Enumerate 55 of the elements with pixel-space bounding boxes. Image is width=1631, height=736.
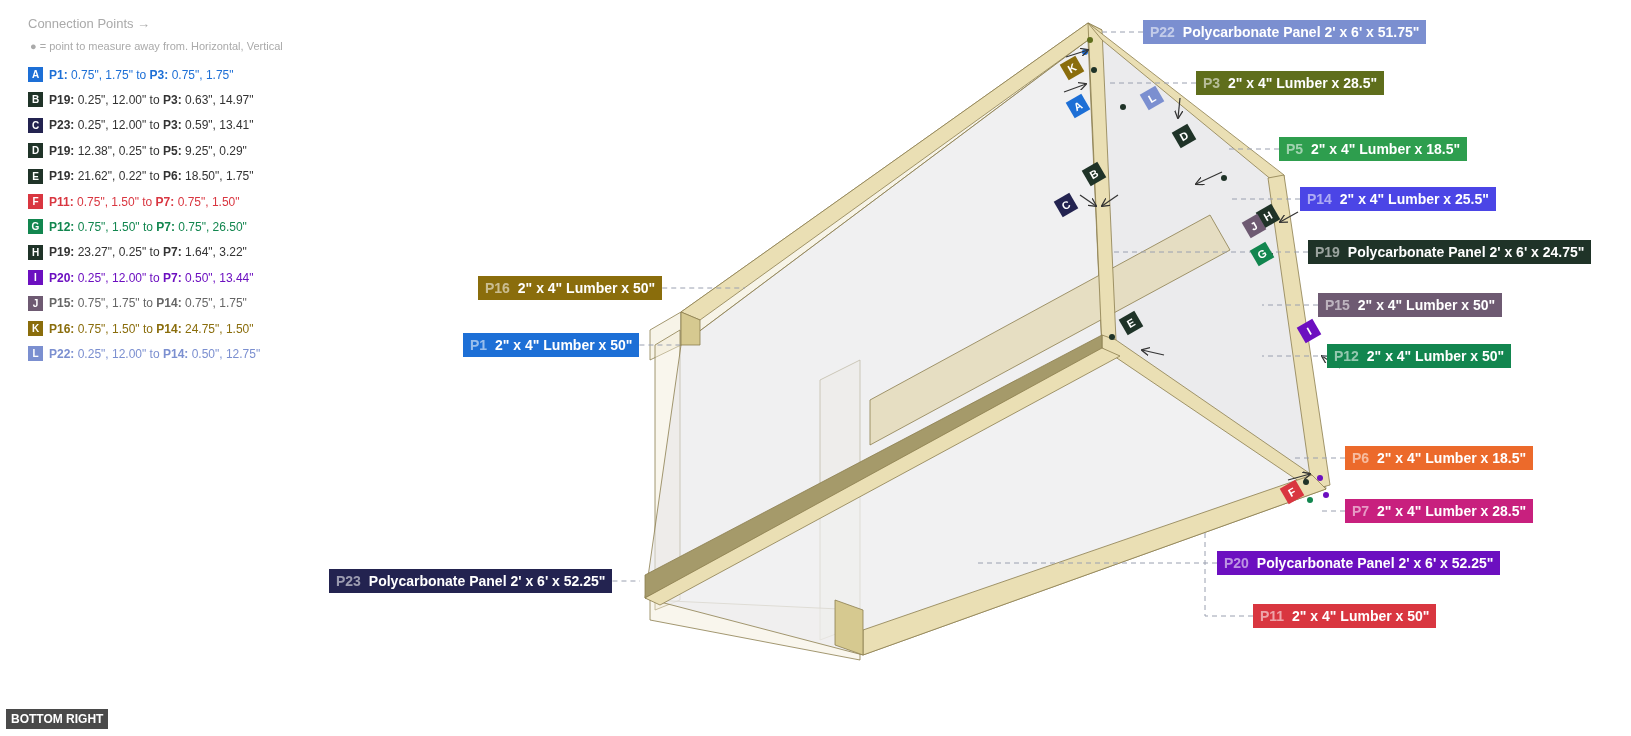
letter-badge: D [28, 143, 43, 159]
letter-badge: C [28, 117, 43, 133]
leader-line [977, 562, 1218, 564]
part-label: P5 2" x 4" Lumber x 18.5" [1279, 137, 1468, 161]
callout-letter: A [1065, 93, 1091, 119]
part-label: P12 2" x 4" Lumber x 50" [1327, 344, 1512, 368]
letter-badge: B [28, 92, 43, 108]
leader-line [1261, 355, 1328, 357]
connection-text: P15: 0.75", 1.75" to P14: 0.75", 1.75" [49, 296, 247, 311]
letter-badge: A [28, 67, 43, 82]
leader-line [1261, 304, 1319, 306]
connection-text: P19: 21.62", 0.22" to P6: 18.50", 1.75" [49, 169, 254, 184]
leader-line [661, 287, 746, 289]
panel-heading: Connection Points → [28, 16, 151, 31]
part-label: P15 2" x 4" Lumber x 50" [1318, 293, 1503, 317]
letter-badge: J [28, 295, 43, 311]
leader-line [1227, 148, 1280, 150]
connection-text: P23: 0.25", 12.00" to P3: 0.59", 13.41" [49, 118, 254, 133]
letter-badge: E [28, 168, 43, 184]
part-label: P23 Polycarbonate Panel 2' x 6' x 52.25" [329, 569, 613, 593]
leader-line [1107, 82, 1197, 85]
part-label: P3 2" x 4" Lumber x 28.5" [1196, 71, 1385, 95]
connection-text: P19: 12.38", 0.25" to P5: 9.25", 0.29" [49, 143, 247, 158]
leader-line [611, 580, 641, 582]
connection-text: P19: 23.27", 0.25" to P7: 1.64", 3.22" [49, 245, 247, 260]
connection-text: P16: 0.75", 1.50" to P14: 24.75", 1.50" [49, 321, 254, 336]
connection-text: P12: 0.75", 1.50" to P7: 0.75", 26.50" [49, 219, 247, 234]
letter-badge: K [28, 321, 43, 336]
letter-badge: F [28, 194, 43, 209]
leader-line [1099, 31, 1144, 33]
part-label: P22 Polycarbonate Panel 2' x 6' x 51.75" [1143, 20, 1427, 44]
part-label: P14 2" x 4" Lumber x 25.5" [1300, 187, 1496, 211]
letter-badge: L [28, 346, 43, 362]
part-label: P16 2" x 4" Lumber x 50" [478, 276, 663, 300]
view-button: BOTTOM RIGHT [6, 709, 109, 729]
callout-letter: K [1059, 55, 1085, 81]
connection-text: P19: 0.25", 12.00" to P3: 0.63", 14.97" [49, 92, 254, 107]
connection-text: P1: 0.75", 1.75" to P3: 0.75", 1.75" [49, 67, 234, 82]
part-label: P1 2" x 4" Lumber x 50" [463, 333, 640, 357]
part-label: P11 2" x 4" Lumber x 50" [1253, 604, 1437, 628]
connection-text: P11: 0.75", 1.50" to P7: 0.75", 1.50" [49, 194, 240, 209]
connection-text: P22: 0.25", 12.00" to P14: 0.50", 12.75" [49, 346, 261, 361]
callout-letter: C [1053, 192, 1079, 218]
letter-badge: G [28, 219, 43, 235]
connection-text: P20: 0.25", 12.00" to P7: 0.50", 13.44" [49, 270, 254, 285]
letter-badge: H [28, 244, 43, 260]
part-label: P6 2" x 4" Lumber x 18.5" [1345, 446, 1534, 470]
leader-line [638, 344, 681, 346]
part-label: P19 Polycarbonate Panel 2' x 6' x 24.75" [1308, 240, 1592, 264]
leader-line [1111, 251, 1309, 253]
part-label: P7 2" x 4" Lumber x 28.5" [1345, 499, 1534, 523]
part-label: P20 Polycarbonate Panel 2' x 6' x 52.25" [1217, 551, 1501, 575]
letter-badge: I [28, 270, 43, 286]
leader-line [1319, 510, 1346, 512]
note-text: ● = point to measure away from. Horizontal, Vertical [30, 40, 283, 52]
